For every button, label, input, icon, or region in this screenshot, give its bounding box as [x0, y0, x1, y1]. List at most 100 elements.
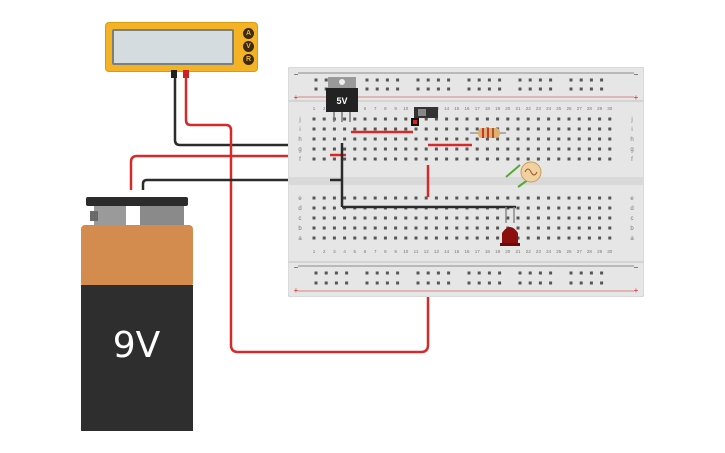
breadboard-hole[interactable] [587, 147, 591, 151]
breadboard-hole[interactable] [567, 226, 571, 230]
breadboard-hole[interactable] [414, 216, 418, 220]
breadboard-hole[interactable] [353, 117, 357, 121]
breadboard-hole[interactable] [577, 216, 581, 220]
breadboard-hole[interactable] [416, 271, 420, 275]
breadboard-hole[interactable] [365, 271, 369, 275]
breadboard-hole[interactable] [487, 78, 491, 82]
breadboard-hole[interactable] [567, 216, 571, 220]
breadboard-hole[interactable] [414, 196, 418, 200]
breadboard-hole[interactable] [424, 216, 428, 220]
voltage-regulator[interactable] [326, 88, 358, 112]
breadboard-hole[interactable] [485, 117, 489, 121]
breadboard-hole[interactable] [373, 137, 377, 141]
breadboard-hole[interactable] [445, 226, 449, 230]
breadboard-hole[interactable] [518, 271, 522, 275]
breadboard-hole[interactable] [353, 216, 357, 220]
breadboard-hole[interactable] [475, 127, 479, 131]
breadboard-hole[interactable] [445, 117, 449, 121]
breadboard-hole[interactable] [506, 147, 510, 151]
breadboard-hole[interactable] [404, 127, 408, 131]
breadboard-hole[interactable] [557, 147, 561, 151]
breadboard-hole[interactable] [396, 271, 400, 275]
breadboard-hole[interactable] [526, 196, 530, 200]
breadboard-hole[interactable] [485, 216, 489, 220]
breadboard-hole[interactable] [536, 196, 540, 200]
breadboard-hole[interactable] [526, 206, 530, 210]
breadboard-hole[interactable] [587, 127, 591, 131]
battery-red-wire[interactable] [129, 154, 330, 190]
breadboard-hole[interactable] [434, 127, 438, 131]
breadboard-hole[interactable] [477, 87, 481, 91]
breadboard-hole[interactable] [608, 206, 612, 210]
breadboard-hole[interactable] [445, 157, 449, 161]
breadboard-hole[interactable] [496, 147, 500, 151]
breadboard-hole[interactable] [414, 127, 418, 131]
breadboard-hole[interactable] [465, 147, 469, 151]
breadboard-hole[interactable] [577, 157, 581, 161]
breadboard-hole[interactable] [485, 157, 489, 161]
breadboard-hole[interactable] [324, 78, 328, 82]
breadboard-hole[interactable] [324, 281, 328, 285]
breadboard-hole[interactable] [557, 127, 561, 131]
breadboard-hole[interactable] [322, 236, 326, 240]
breadboard-hole[interactable] [312, 196, 316, 200]
breadboard-hole[interactable] [353, 157, 357, 161]
breadboard-hole[interactable] [383, 226, 387, 230]
breadboard-hole[interactable] [353, 196, 357, 200]
breadboard-hole[interactable] [312, 226, 316, 230]
breadboard-hole[interactable] [567, 206, 571, 210]
breadboard-hole[interactable] [404, 137, 408, 141]
breadboard-hole[interactable] [455, 216, 459, 220]
breadboard-hole[interactable] [536, 117, 540, 121]
breadboard-hole[interactable] [536, 236, 540, 240]
breadboard-hole[interactable] [598, 206, 602, 210]
breadboard-hole[interactable] [600, 87, 604, 91]
breadboard-hole[interactable] [424, 157, 428, 161]
breadboard-hole[interactable] [465, 117, 469, 121]
breadboard-hole[interactable] [322, 147, 326, 151]
breadboard-hole[interactable] [465, 127, 469, 131]
breadboard-hole[interactable] [445, 196, 449, 200]
breadboard-hole[interactable] [332, 196, 336, 200]
breadboard-hole[interactable] [314, 271, 318, 275]
breadboard-hole[interactable] [506, 117, 510, 121]
breadboard-hole[interactable] [334, 281, 338, 285]
breadboard-hole[interactable] [424, 147, 428, 151]
breadboard-hole[interactable] [383, 127, 387, 131]
breadboard-hole[interactable] [475, 137, 479, 141]
breadboard-hole[interactable] [414, 226, 418, 230]
breadboard-hole[interactable] [434, 216, 438, 220]
breadboard-hole[interactable] [455, 226, 459, 230]
breadboard-hole[interactable] [485, 147, 489, 151]
breadboard-hole[interactable] [526, 226, 530, 230]
breadboard-hole[interactable] [373, 196, 377, 200]
breadboard-hole[interactable] [373, 226, 377, 230]
breadboard-hole[interactable] [528, 78, 532, 82]
breadboard-hole[interactable] [332, 137, 336, 141]
breadboard-hole[interactable] [475, 226, 479, 230]
breadboard-hole[interactable] [496, 226, 500, 230]
breadboard-hole[interactable] [322, 137, 326, 141]
breadboard-hole[interactable] [477, 271, 481, 275]
breadboard-hole[interactable] [373, 147, 377, 151]
breadboard-hole[interactable] [363, 216, 367, 220]
breadboard-hole[interactable] [455, 127, 459, 131]
breadboard-hole[interactable] [577, 226, 581, 230]
breadboard-hole[interactable] [516, 216, 520, 220]
breadboard-hole[interactable] [600, 78, 604, 82]
breadboard-hole[interactable] [600, 271, 604, 275]
breadboard-hole[interactable] [496, 137, 500, 141]
breadboard-hole[interactable] [332, 226, 336, 230]
meter-red-probe[interactable] [183, 70, 189, 78]
breadboard-hole[interactable] [475, 147, 479, 151]
breadboard-hole[interactable] [434, 157, 438, 161]
breadboard-hole[interactable] [373, 216, 377, 220]
breadboard-hole[interactable] [434, 137, 438, 141]
breadboard-hole[interactable] [465, 236, 469, 240]
breadboard-hole[interactable] [467, 87, 471, 91]
breadboard-hole[interactable] [383, 137, 387, 141]
breadboard-hole[interactable] [436, 78, 440, 82]
breadboard-hole[interactable] [475, 117, 479, 121]
breadboard-hole[interactable] [394, 117, 398, 121]
breadboard-hole[interactable] [375, 87, 379, 91]
